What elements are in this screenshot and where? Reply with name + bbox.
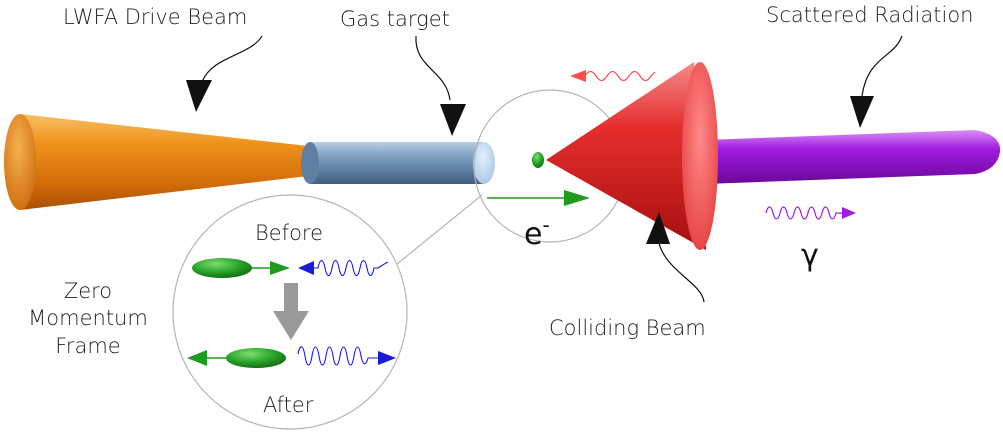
colliding-beam-label: Colliding Beam	[549, 316, 706, 340]
before-electron	[192, 258, 252, 278]
scattered-radiation-label: Scattered Radiation	[766, 3, 974, 27]
scattered-radiation-pointer	[850, 35, 903, 128]
drive-beam-label: LWFA Drive Beam	[63, 5, 247, 29]
electron-direction-arrow	[487, 190, 590, 206]
backscattered-photon-wave	[570, 70, 656, 82]
gas-target-cylinder	[301, 142, 495, 184]
gas-target-pointer	[415, 35, 466, 136]
colliding-beam-cone	[546, 62, 718, 250]
after-label: After	[263, 393, 314, 417]
after-photon-group	[297, 346, 396, 366]
colliding-beam-pointer	[646, 212, 705, 303]
after-electron	[226, 348, 286, 368]
before-photon-group	[298, 259, 389, 277]
electron-bunch	[532, 152, 544, 168]
drive-beam-pointer	[186, 35, 263, 112]
drive-beam-cone	[4, 114, 308, 210]
transition-down-arrow	[273, 283, 309, 340]
scattered-photon-wave	[765, 206, 856, 220]
after-electron-group	[187, 348, 286, 368]
svg-text:Momentum: Momentum	[28, 306, 148, 330]
electron-label: e-	[524, 213, 550, 252]
gas-target-label: Gas target	[340, 7, 450, 31]
svg-text:Zero: Zero	[64, 279, 112, 303]
before-label: Before	[255, 221, 323, 245]
scattered-radiation-beam	[705, 130, 1001, 184]
svg-text:Frame: Frame	[55, 334, 120, 358]
gamma-label: γ	[801, 238, 819, 273]
zero-momentum-frame-label: Zero Momentum Frame	[28, 279, 148, 358]
before-electron-group	[192, 258, 290, 278]
